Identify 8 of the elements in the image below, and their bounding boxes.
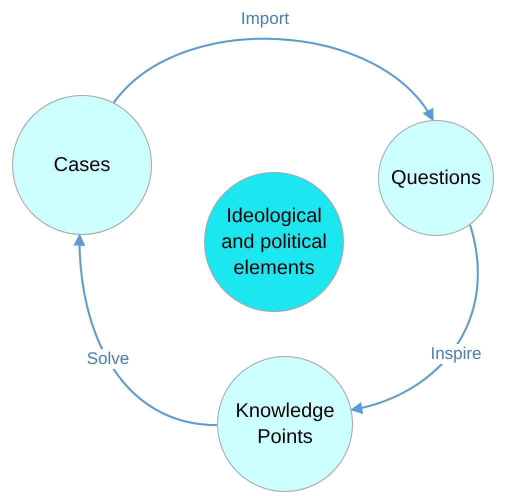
node-label: Cases [54, 153, 110, 178]
curved-arrow [350, 224, 479, 414]
curved-arrow [74, 234, 218, 426]
node-label: Knowledge Points [234, 399, 336, 450]
curved-arrow [113, 38, 434, 122]
node-label: Questions [390, 166, 482, 191]
node-label: Ideological and political elements [220, 204, 328, 281]
edge-label: Solve [84, 349, 132, 369]
